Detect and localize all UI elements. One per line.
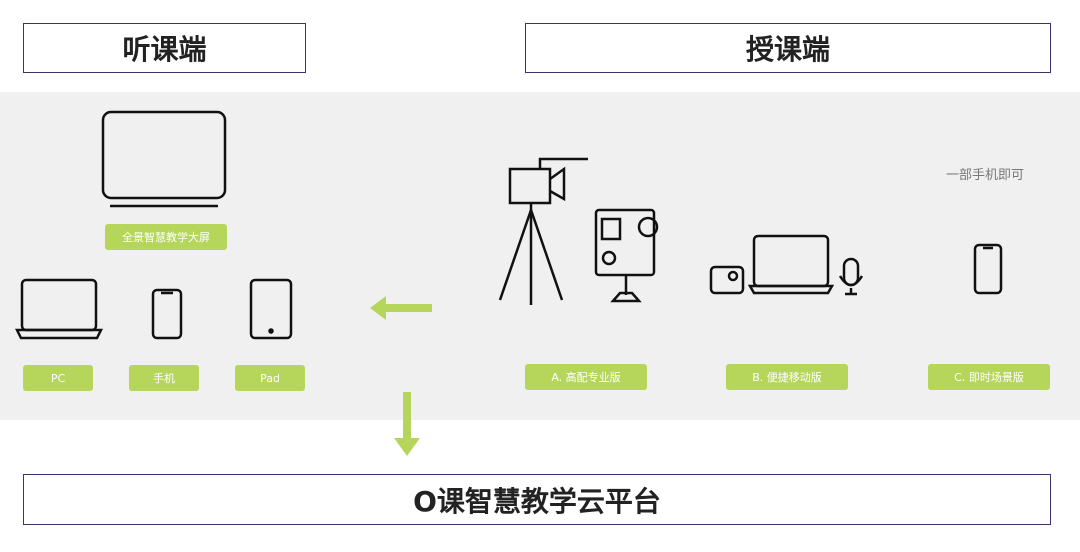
pro-camera-kit-icon [498, 157, 659, 305]
arrow-left-icon [370, 296, 432, 320]
single-phone-icon [973, 243, 1003, 295]
version-a-label: A. 高配专业版 [525, 364, 647, 390]
version-b-label: B. 便捷移动版 [726, 364, 848, 390]
laptop-icon [15, 278, 103, 340]
big-screen-label: 全景智慧教学大屏 [105, 224, 227, 250]
teach-side-header: 授课端 [525, 23, 1051, 73]
device-label-phone: 手机 [129, 365, 199, 391]
platform-box: O课智慧教学云平台 [23, 474, 1051, 525]
phone-only-note: 一部手机即可 [946, 168, 1025, 183]
arrow-down-icon [394, 392, 420, 456]
phone-icon [151, 288, 183, 340]
listen-side-header: 听课端 [23, 23, 306, 73]
version-c-label: C. 即时场景版 [928, 364, 1050, 390]
device-label-pad: Pad [235, 365, 305, 391]
mobile-kit-icon [709, 234, 864, 296]
tablet-icon [249, 278, 293, 340]
monitor-icon [101, 110, 227, 208]
device-label-pc: PC [23, 365, 93, 391]
